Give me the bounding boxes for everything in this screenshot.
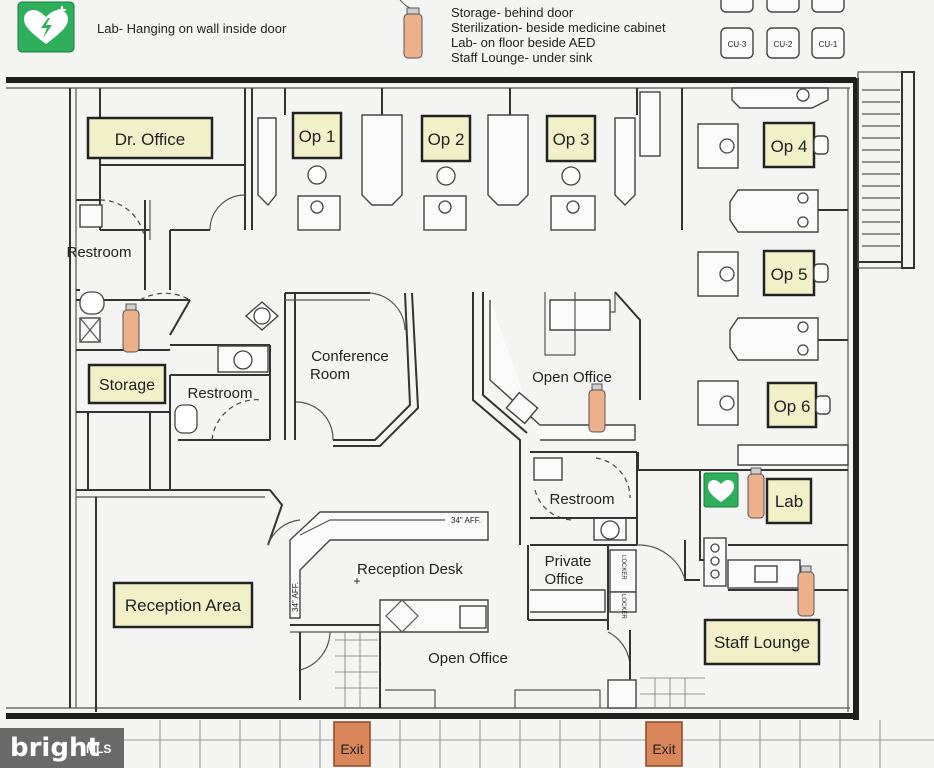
unit-label-cu2: CU-2 [774,40,793,49]
exterior-walls [6,77,859,720]
room-label-open-office-upper: Open Office [532,369,612,386]
room-label-reception-area: Reception Area [125,596,242,615]
reception-desk [289,511,489,708]
room-label-op4: Op 4 [771,137,808,156]
walkway-pavers [124,720,934,768]
room-label-restroom-center: Restroom [549,491,614,508]
locker-label: LOCKER [620,555,626,580]
room-label-lab: Lab [775,492,803,511]
dental-chair [436,166,456,186]
fire-extinguisher-icon [797,565,815,617]
mls-watermark: bright MLS [0,728,124,768]
unit-label-cu3: CU-3 [728,40,747,49]
room-label-restroom-mid: Restroom [187,385,252,402]
room-label-conference-1: Conference [311,348,389,365]
unit-label-cu1: CU-1 [819,40,838,49]
reception-area-label-box [112,581,254,629]
extinguisher-note-3: Lab- on floor beside AED [451,35,596,50]
op5-room: Op 5 [697,249,829,297]
fire-extinguisher-icon [122,303,140,353]
exit-label: Exit [340,741,363,757]
watermark-mls: MLS [86,742,112,756]
op4-room: Op 4 [697,121,829,169]
stairs [857,71,915,269]
counter-height-note: 34" AFF. [451,516,481,525]
fire-extinguisher-icon [399,0,423,59]
room-label-office: Dr. Office [115,130,186,149]
legend: Lab- Hanging on wall inside door Storage… [17,0,845,65]
room-label-conference-2: Room [310,366,350,383]
room-label-storage: Storage [99,377,155,394]
center-section-walls [472,291,641,546]
room-label-op2: Op 2 [428,130,465,149]
dental-chair [307,165,327,185]
top-row-walls [99,88,683,290]
dental-chair [561,166,581,186]
room-label-op3: Op 3 [553,130,590,149]
hvac-unit-icons: CU-3 CU-2 CU-1 [720,0,845,59]
mid-section-walls [169,292,420,490]
exit-label: Exit [652,741,675,757]
staff-lounge-label-box [703,618,821,666]
fire-extinguisher-icon [588,383,606,433]
room-label-open-office-lower: Open Office [428,650,508,667]
storage-label-box [87,363,167,405]
room-label-private-office-1: Private [545,553,592,570]
aed-location-note: Lab- Hanging on wall inside door [97,21,287,36]
right-column-fixtures [729,87,849,466]
room-label-op5: Op 5 [771,265,808,284]
watermark-brand: bright [10,733,100,763]
exit-door-left[interactable]: Exit [333,721,371,767]
private-office [527,545,637,680]
plus-mark: + [353,574,360,588]
locker-label: LOCKER [620,594,626,619]
op3-room: Op 3 [545,114,597,231]
room-label-op6: Op 6 [774,397,811,416]
extinguisher-note-1: Storage- behind door [451,5,574,20]
lab-room: Lab [636,452,848,591]
room-label-restroom-nw: Restroom [66,244,131,261]
extinguisher-note-4: Staff Lounge- under sink [451,50,593,65]
exit-door-right[interactable]: Exit [645,721,683,767]
room-label-staff-lounge: Staff Lounge [714,633,810,652]
op2-room: Op 2 [420,114,472,231]
room-label-reception-desk: Reception Desk [357,561,463,578]
room-label-private-office-2: Office [545,571,584,588]
counter-height-note: 34" AFF. [291,582,300,612]
op-cabinets [257,91,661,207]
aed-icon [17,1,75,53]
left-column-walls [76,199,191,490]
reception-area-walls [76,489,301,712]
office-label-box [86,116,214,160]
op1-room: Op 1 [291,111,343,231]
open-office-lower [385,677,705,709]
extinguisher-note-2: Sterilization- beside medicine cabinet [451,20,666,35]
op6-room: Op 6 [697,380,831,429]
room-label-op1: Op 1 [299,127,336,146]
